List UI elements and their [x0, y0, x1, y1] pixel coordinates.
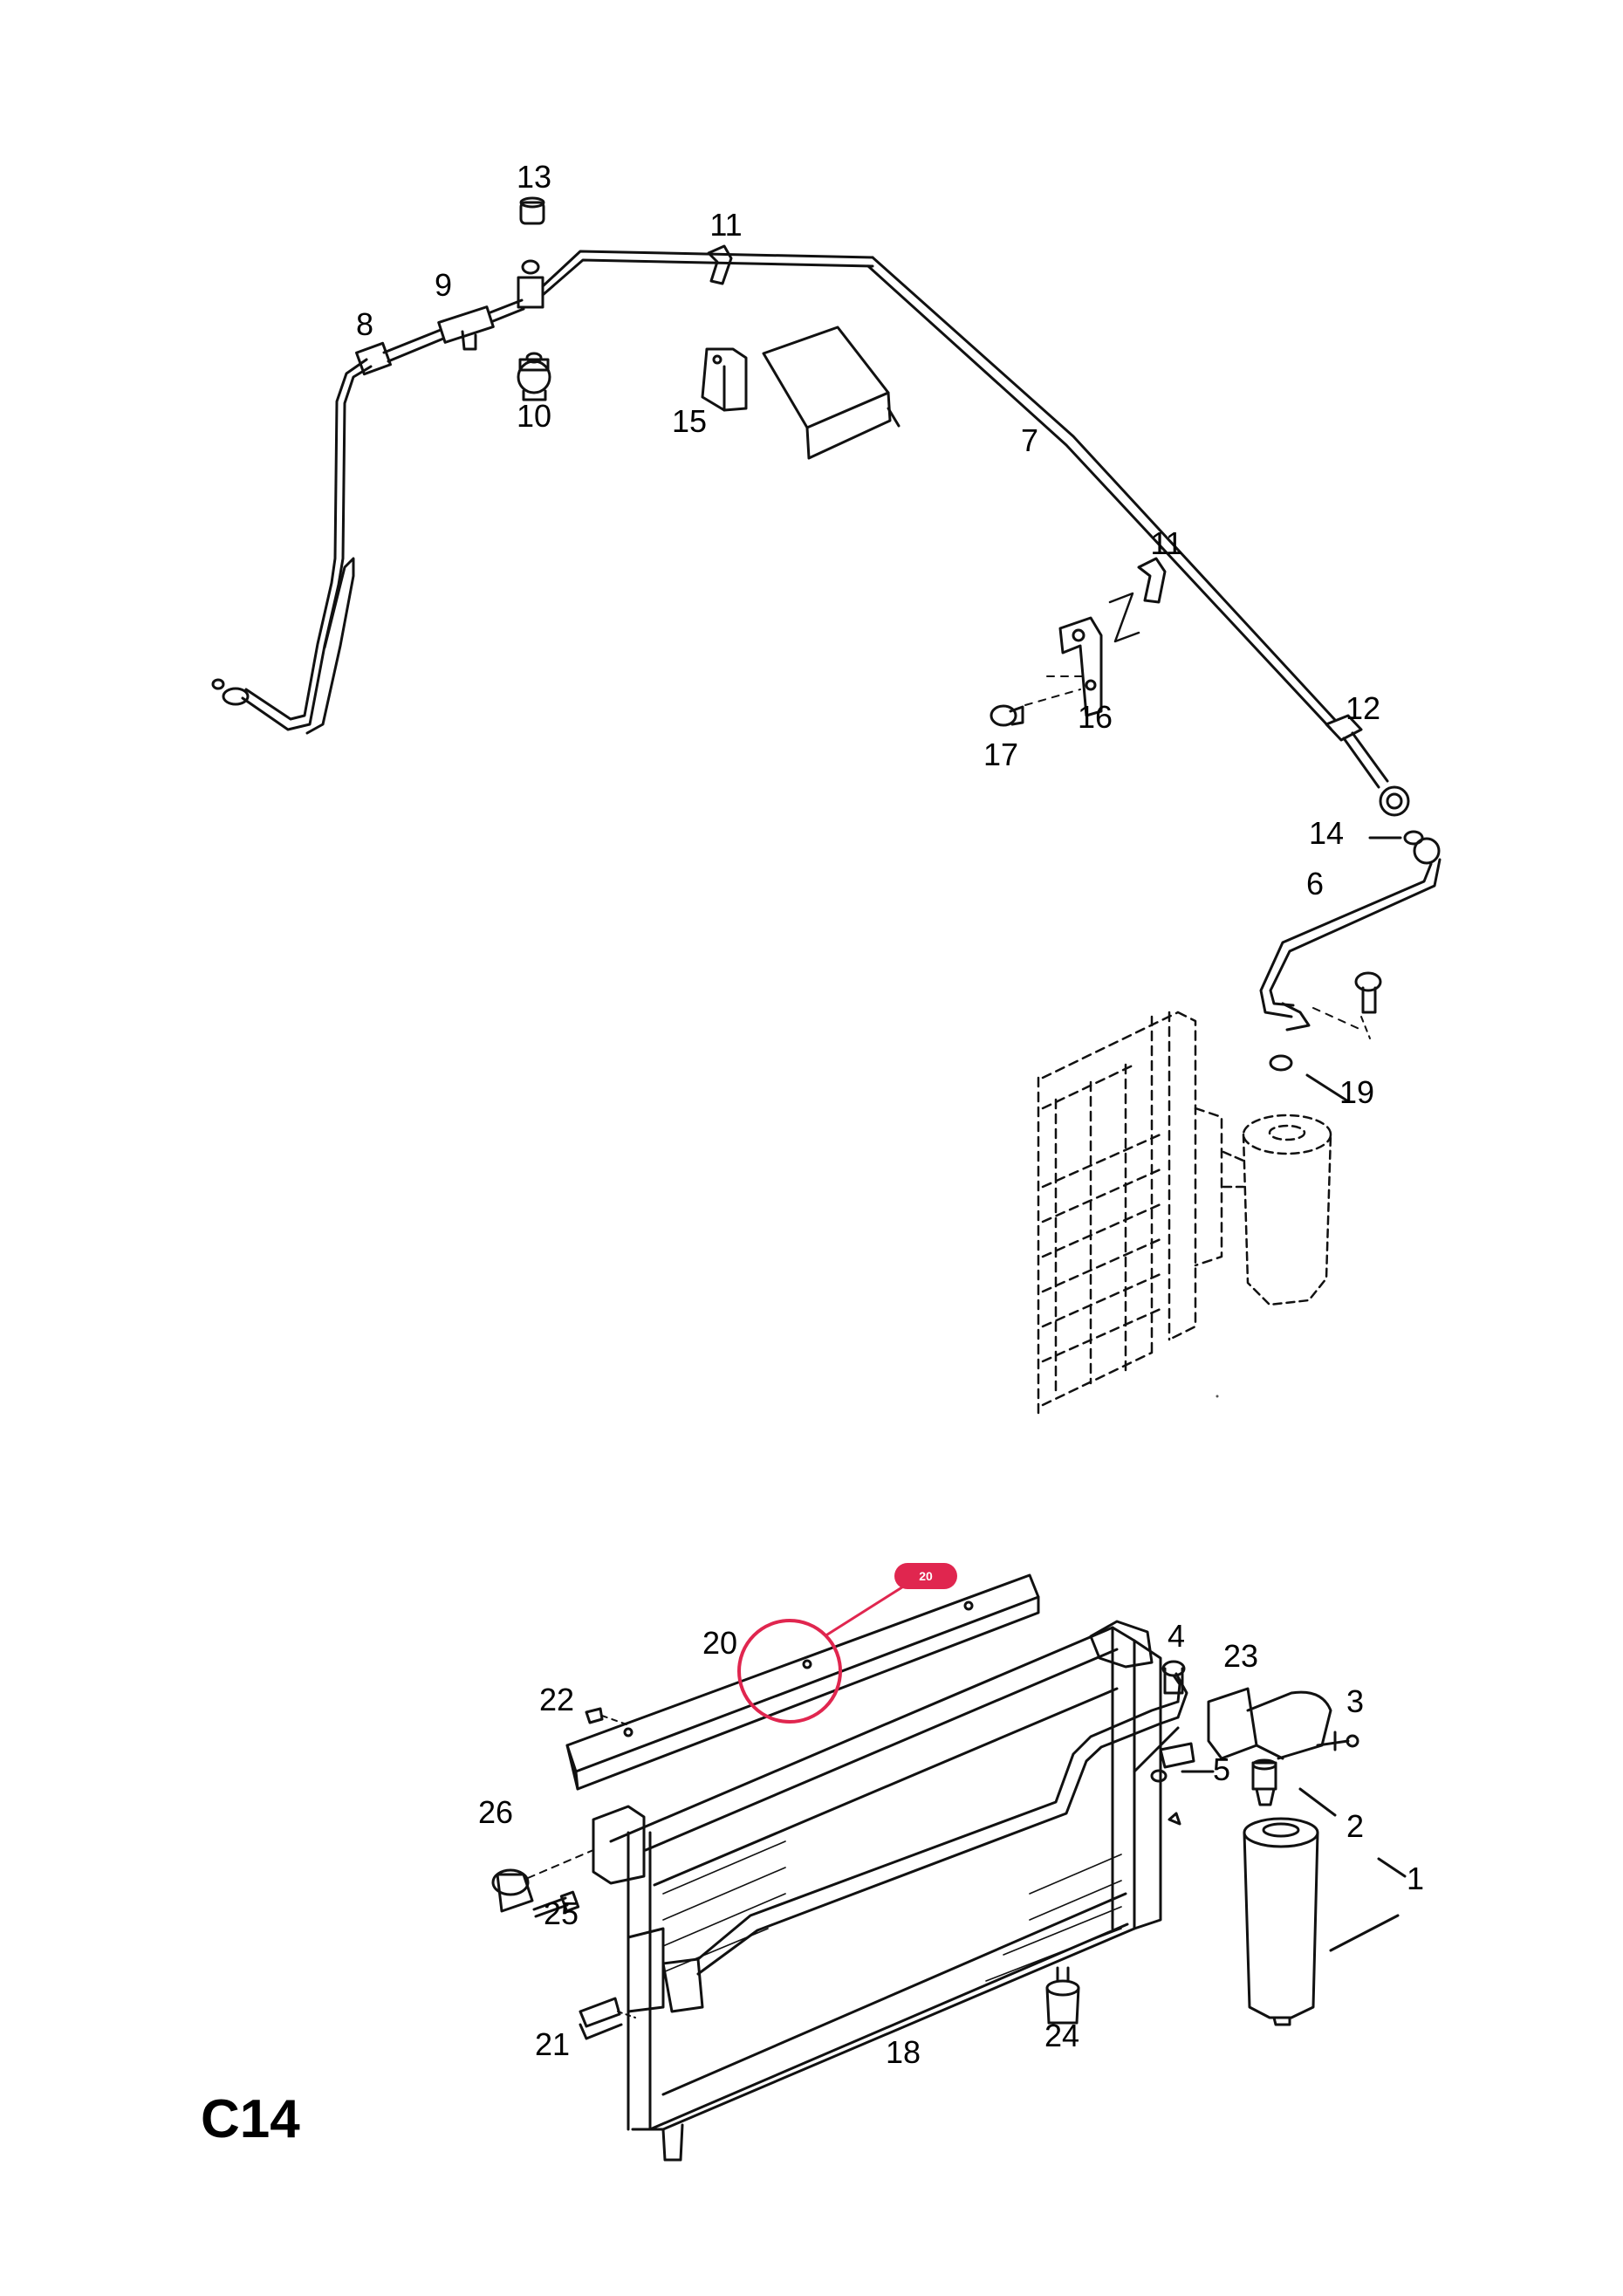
part-label: 11 [1150, 525, 1183, 561]
seal-14 [1368, 830, 1424, 846]
bracket-23 [1207, 1687, 1332, 1760]
part-label: 15 [671, 403, 708, 439]
clip-11-mid [1137, 557, 1167, 604]
part-label: 13 [516, 159, 552, 195]
part-label: 5 [1212, 1751, 1231, 1787]
seal-5 [1150, 1769, 1215, 1783]
part-label: 11 [709, 207, 743, 243]
left-hose-line [211, 358, 373, 735]
condenser-18 [592, 1620, 1188, 2162]
bolt-25 [532, 1890, 580, 1918]
fitting-12 [1325, 714, 1410, 817]
part-label: 18 [885, 2034, 921, 2070]
part-label: 3 [1346, 1683, 1365, 1719]
fitting-4 [1159, 1660, 1195, 1769]
part-label: 23 [1222, 1638, 1259, 1674]
part-label: 19 [1339, 1074, 1375, 1110]
valve-9 [437, 298, 525, 351]
part-label: 20 [702, 1625, 738, 1661]
module-15 [701, 326, 901, 460]
valve-10 [517, 352, 551, 401]
mount-24 [1045, 1966, 1080, 2025]
highlight-badge[interactable]: 20 [894, 1563, 957, 1589]
part-label: 6 [1305, 866, 1325, 901]
part-label: 16 [1077, 699, 1113, 735]
part-label: 24 [1044, 2018, 1080, 2053]
part-label: 8 [355, 306, 374, 342]
part-label: 9 [434, 267, 453, 303]
dryer-1 [1243, 1817, 1407, 2026]
bracket-16 [1024, 592, 1140, 717]
part-label: 12 [1345, 690, 1381, 726]
part-label: 21 [534, 2026, 571, 2062]
highlight-ring [737, 1619, 842, 1724]
phantom-condenser [1037, 1011, 1223, 1415]
junction-block [517, 250, 874, 309]
valve-2 [1251, 1758, 1337, 1817]
phantom-dryer [1222, 1114, 1332, 1306]
sheet-code: C14 [201, 2089, 300, 2149]
cap-13 [519, 196, 545, 225]
clip-22 [585, 1707, 627, 1725]
part-label: 2 [1346, 1808, 1365, 1844]
pipe-6 [1259, 837, 1442, 1031]
part-label: 4 [1167, 1618, 1186, 1654]
bracket-21 [579, 1997, 636, 2040]
part-label: 17 [983, 737, 1019, 772]
part-label: 1 [1406, 1861, 1425, 1896]
stray-dot [1216, 1395, 1219, 1398]
bolt-17 [990, 704, 1024, 727]
part-label: 25 [543, 1895, 579, 1931]
mount-26 [491, 1849, 594, 1913]
clip-11-top [707, 244, 733, 285]
screw-3 [1316, 1731, 1359, 1751]
part-label: 10 [516, 398, 552, 434]
part-label: 14 [1308, 815, 1345, 851]
bolt-19 [1269, 971, 1382, 1103]
line-7 [866, 256, 1337, 730]
part-label: 22 [538, 1682, 575, 1717]
screw-small [1168, 1812, 1181, 1826]
part-label: 7 [1020, 422, 1039, 458]
part-label: 26 [477, 1794, 514, 1830]
fitting-8 [355, 328, 445, 376]
